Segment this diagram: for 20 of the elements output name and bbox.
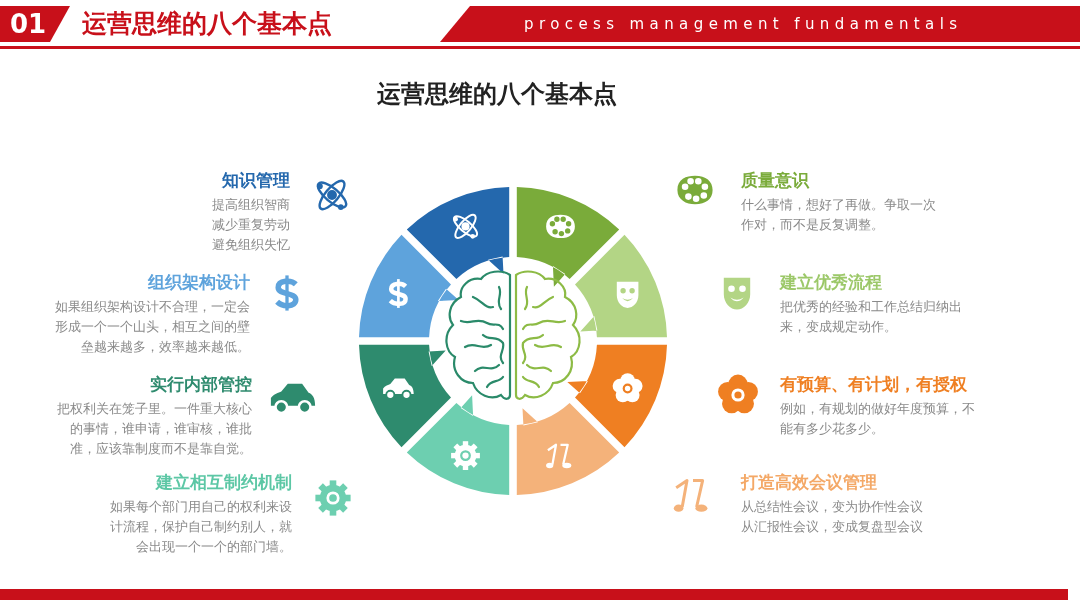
item-description: 把优秀的经验和工作总结归纳出来，变成规定动作。 (780, 298, 963, 336)
item-description: 什么事情，想好了再做。争取一次作对，而不是反复调整。 (741, 196, 936, 234)
item-heading: 建立优秀流程 (780, 271, 883, 294)
item-description: 提高组织智商减少重复劳动避免组织失忆 (211, 196, 290, 254)
item-description: 从总结性会议，变为协作性会议从汇报性会议，变成复盘型会议 (741, 498, 924, 536)
item-heading: 有预算、有计划，有授权 (780, 373, 968, 396)
item-heading: 打造高效会议管理 (741, 471, 878, 494)
header-subtitle: process management fundamentals (524, 14, 963, 35)
item-heading: 建立相互制约机制 (154, 471, 292, 494)
section-number: 01 (10, 8, 47, 40)
item-description: 如果每个部门用自己的权利来设计流程，保护自己制约别人，就会出现一个一个的部门墙。 (109, 498, 292, 556)
item-description: 如果组织架构设计不合理，一定会形成一个一个山头，相互之间的壁垒越来越多，效率越来越低。 (54, 298, 250, 356)
diagram-title: 运营思维的八个基本点 (376, 79, 618, 110)
header-title: 运营思维的八个基本点 (82, 8, 332, 40)
item-heading: 组织架构设计 (147, 271, 250, 294)
item-heading: 实行内部管控 (149, 373, 252, 396)
item-heading: 质量意识 (741, 169, 811, 192)
item-description: 把权利关在笼子里。一件重大核心的事情，谁申请，谁审核，谁批准，应该靠制度而不是靠自觉。 (56, 400, 252, 458)
item-description: 例如，有规划的做好年度预算，不能有多少花多少。 (780, 400, 976, 438)
item-heading: 知识管理 (221, 169, 290, 192)
